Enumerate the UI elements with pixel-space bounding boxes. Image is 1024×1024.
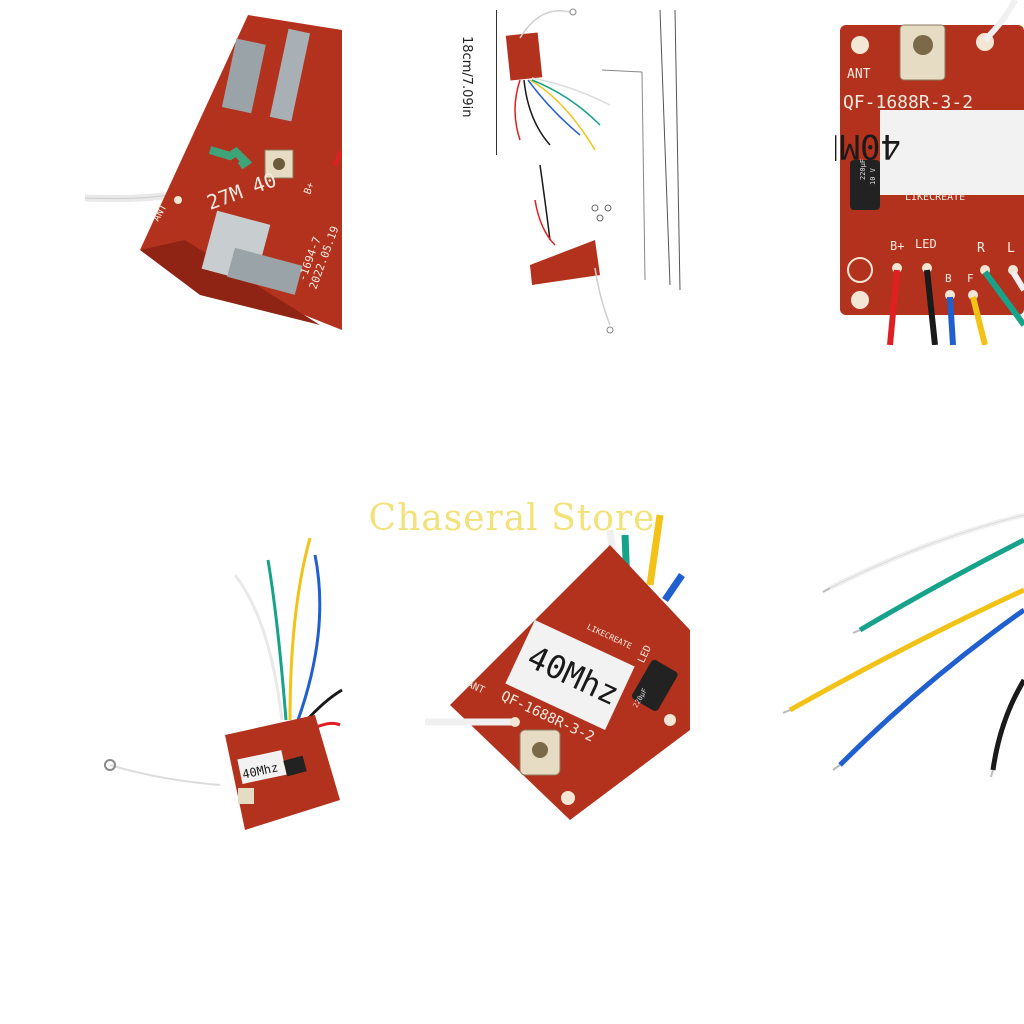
package-contents-image <box>505 8 681 334</box>
product-photo-1: 27M 40 ANT -1694-7 2022.05.19 B+ <box>80 0 342 345</box>
model-text: QF-1688R-3-2 <box>843 92 973 113</box>
product-photo-2 <box>470 0 690 345</box>
pcb-angled-image: 40Mhz QF-1688R-3-2 ANT LED LIKECREATE 22… <box>425 514 690 820</box>
brand-text: LIKECREATE <box>905 192 965 203</box>
l-text: L <box>1007 241 1015 256</box>
pcb-27m-image: 27M 40 ANT -1694-7 2022.05.19 B+ <box>84 15 342 330</box>
wire-ends-image <box>782 512 1024 778</box>
b-text: B <box>945 272 952 285</box>
pcb-with-wires-image: 40Mhz <box>104 537 343 830</box>
bplus-text: B+ <box>302 181 316 196</box>
product-photo-5: 40Mhz QF-1688R-3-2 ANT LED LIKECREATE 22… <box>420 500 690 840</box>
f-text: F <box>967 272 974 285</box>
led-text: LED <box>915 237 937 251</box>
freq-sticker-text: 40Mhz <box>835 126 901 166</box>
cap-text: 220μF <box>859 159 867 180</box>
product-photo-6 <box>775 500 1024 800</box>
dimension-label: 18cm/7.09in <box>459 36 474 118</box>
dimension-line <box>496 10 497 155</box>
ant-text: ANT <box>847 67 871 82</box>
product-photo-4: 40Mhz <box>100 530 350 840</box>
r-text: R <box>977 241 985 256</box>
pcb-40mhz-detail-image: ANT QF-1688R-3-2 40Mhz 220μF 10 V LIKECR… <box>835 0 1024 345</box>
product-photo-3: ANT QF-1688R-3-2 40Mhz 220μF 10 V LIKECR… <box>835 0 1024 345</box>
bplus-text: B+ <box>890 239 904 253</box>
cap-v-text: 10 V <box>869 167 877 185</box>
